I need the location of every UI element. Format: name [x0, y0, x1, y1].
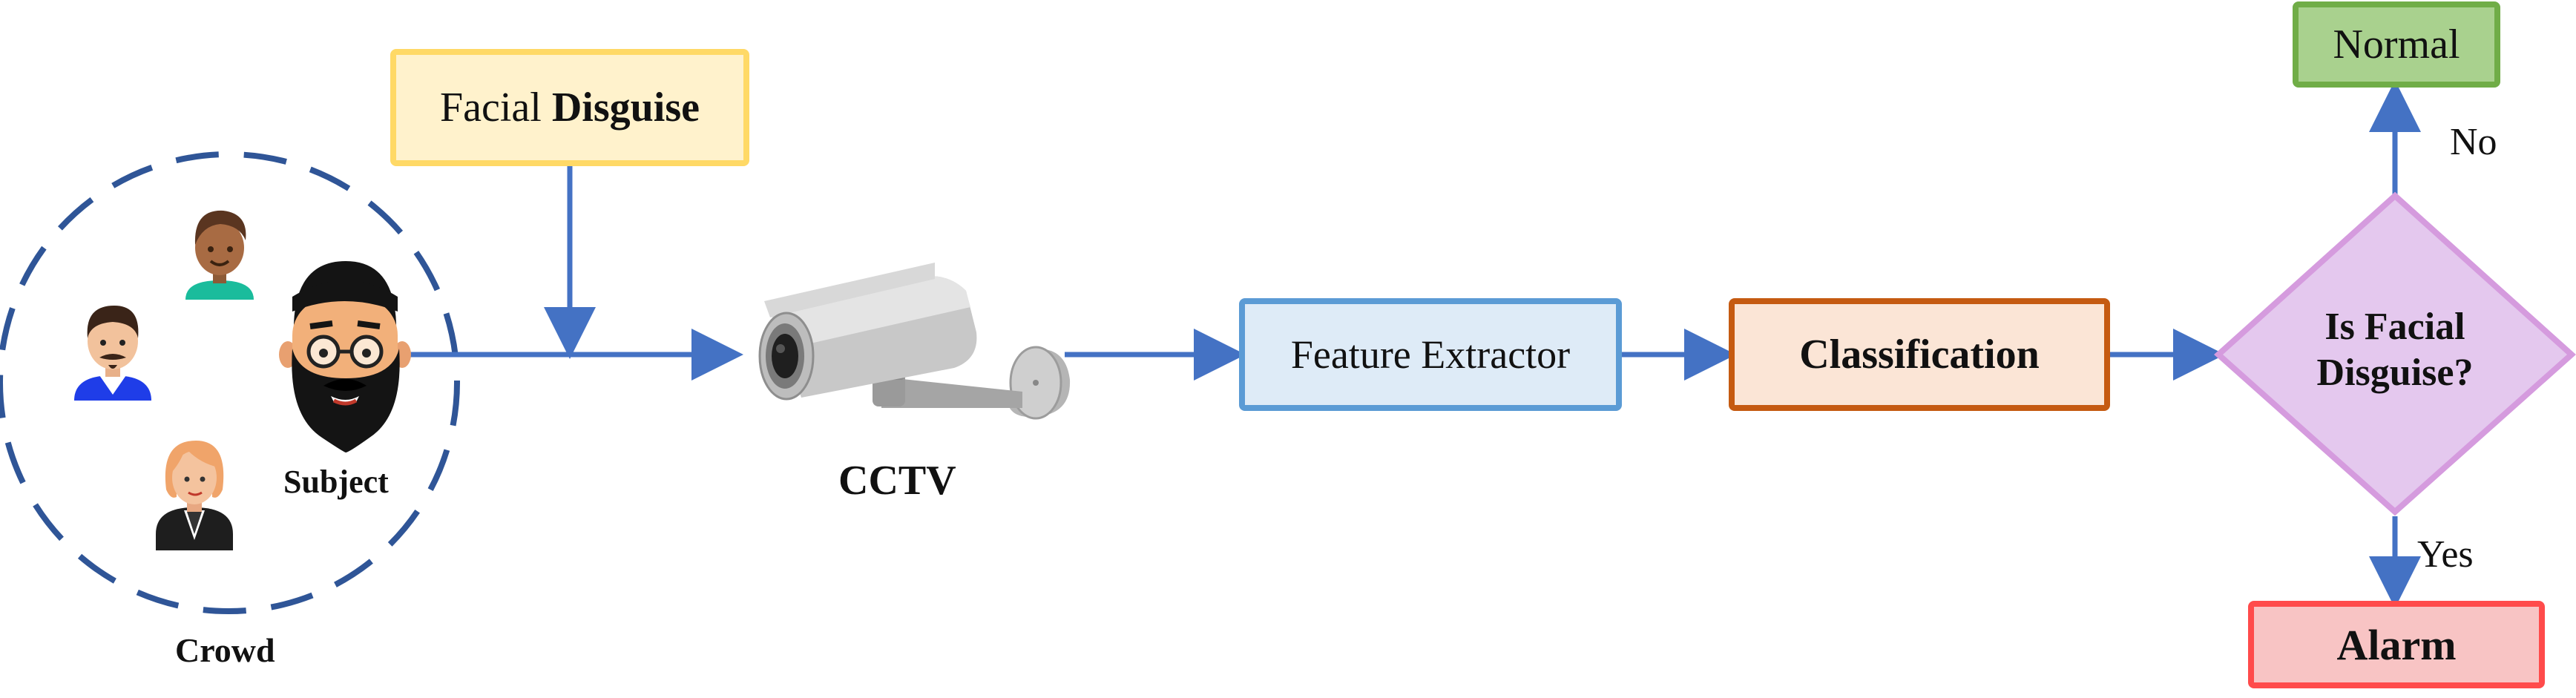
alarm-box: Alarm — [2248, 601, 2545, 688]
feature-extractor-label: Feature Extractor — [1290, 332, 1571, 377]
bearded-man-icon — [279, 261, 411, 452]
facial-disguise-bold: Disguise — [551, 85, 700, 131]
alarm-label: Alarm — [2336, 620, 2457, 669]
facial-disguise-box: Facial Disguise — [390, 49, 749, 166]
classification-box: Classification — [1729, 298, 2110, 411]
person-boy-icon — [185, 210, 254, 300]
decision-label-line2: Disguise? — [2316, 352, 2474, 394]
decision-label: Is Facial Disguise? — [2284, 304, 2506, 396]
classification-label: Classification — [1799, 332, 2040, 378]
crowd-label: Crowd — [175, 631, 275, 669]
person-man-icon — [74, 306, 151, 401]
person-woman-icon — [156, 441, 233, 550]
decision-label-line1: Is Facial — [2324, 306, 2465, 348]
crowd-circle — [0, 151, 460, 614]
connectors — [404, 80, 2421, 608]
cctv-camera-icon — [758, 263, 1071, 420]
subject-label: Subject — [283, 464, 389, 500]
feature-extractor-box: Feature Extractor — [1239, 298, 1622, 411]
cctv-label: CCTV — [838, 458, 956, 504]
yes-label: Yes — [2417, 533, 2474, 576]
facial-disguise-plain: Facial — [440, 85, 542, 131]
no-label: No — [2450, 121, 2497, 163]
normal-box: Normal — [2293, 1, 2500, 88]
decision-diamond — [2214, 191, 2576, 516]
normal-label: Normal — [2333, 22, 2460, 68]
